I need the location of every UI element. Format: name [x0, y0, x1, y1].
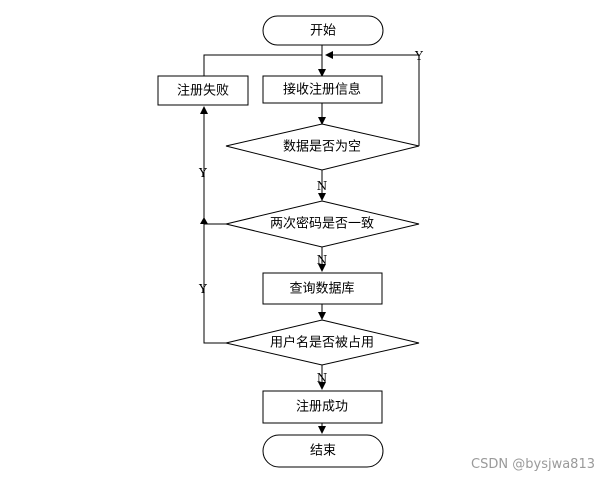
end-terminal [262, 434, 384, 468]
password-yes-label: Y [198, 166, 208, 180]
check-password-decision [225, 200, 420, 248]
receive-info-box [262, 75, 383, 104]
junction-arrowhead [200, 217, 208, 224]
register-success-label: 注册成功 [296, 400, 348, 415]
password-no-label: N [317, 253, 328, 267]
empty-yes-label: Y [414, 49, 424, 63]
watermark-text: CSDN @bysjwa813 [471, 457, 595, 472]
username-no-label: N [317, 371, 328, 385]
register-success-box [262, 390, 383, 424]
end-label: 结束 [310, 444, 336, 459]
check-empty-label: 数据是否为空 [283, 140, 361, 155]
arrow-fail-to-main [203, 54, 322, 76]
check-username-label: 用户名是否被占用 [270, 335, 374, 351]
username-yes-label: Y [198, 282, 208, 296]
query-db-label: 查询数据库 [289, 281, 354, 297]
arrow-username-yes-to-fail [200, 106, 226, 344]
register-fail-label: 注册失败 [177, 84, 229, 99]
start-terminal [262, 15, 384, 46]
check-password-label: 两次密码是否一致 [270, 216, 374, 232]
check-empty-decision [225, 123, 420, 171]
start-label: 开始 [310, 24, 336, 39]
receive-info-label: 接收注册信息 [283, 82, 361, 98]
empty-no-label: N [317, 179, 328, 193]
query-db-box [262, 272, 383, 305]
register-fail-box [157, 75, 249, 106]
arrow-empty-yes-loop [325, 51, 420, 146]
connectors [200, 45, 420, 434]
check-username-decision [225, 319, 420, 366]
